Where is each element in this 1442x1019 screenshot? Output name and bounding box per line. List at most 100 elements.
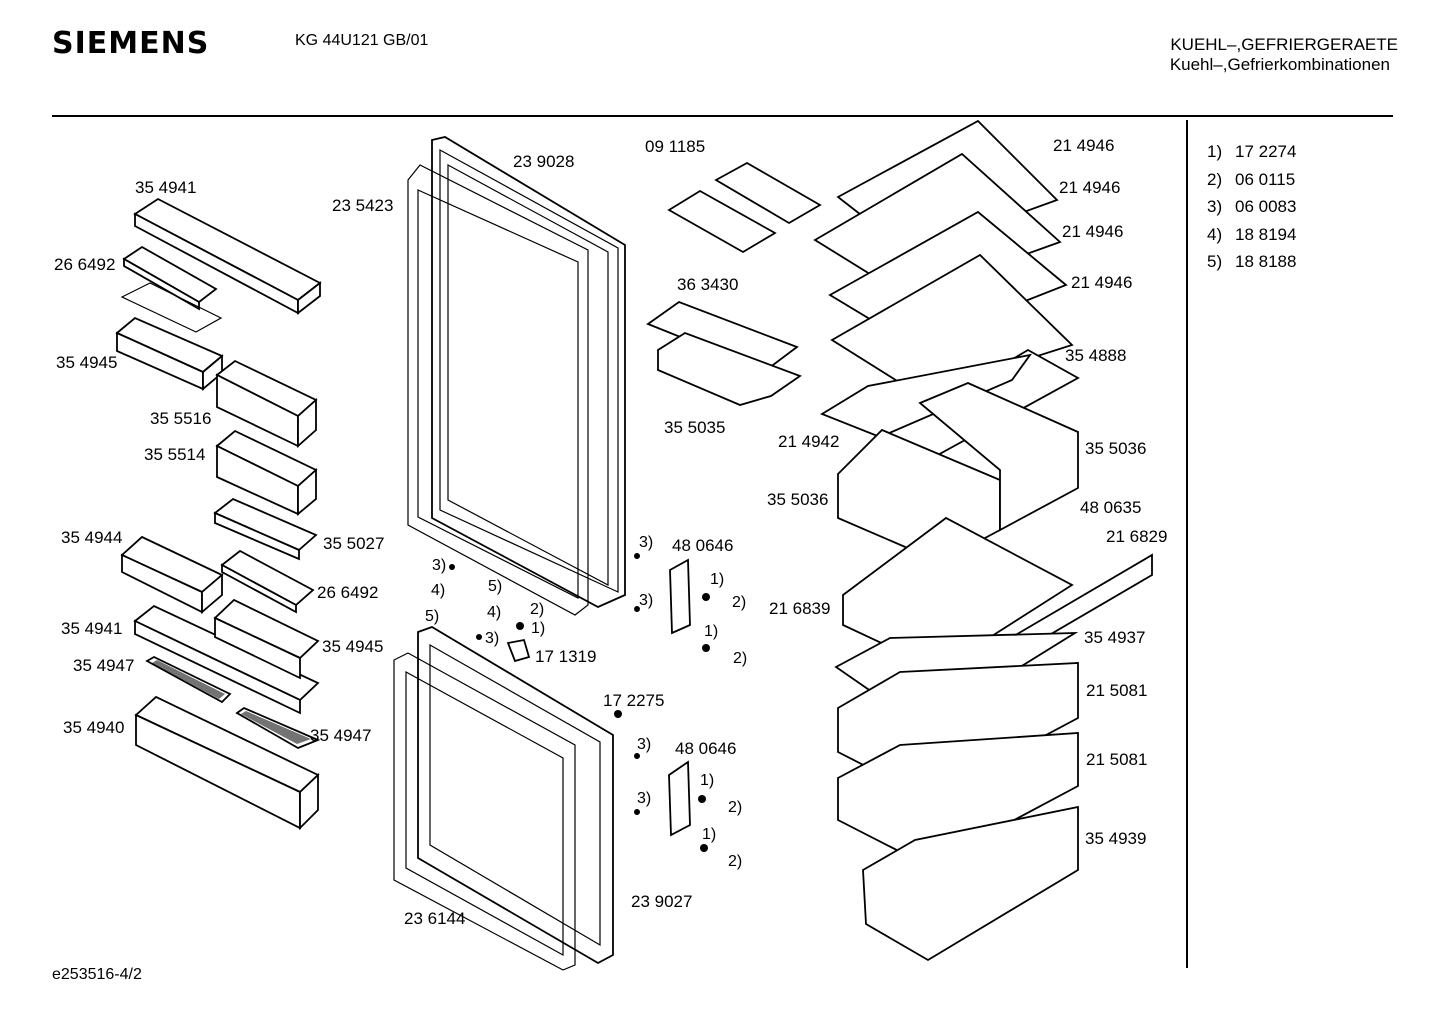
callout-3: 3) [639, 592, 653, 609]
part-label: 23 6144 [404, 909, 465, 928]
callout-5: 5) [488, 578, 502, 595]
door-stop-172275 [614, 710, 622, 718]
callout-4: 4) [487, 604, 501, 621]
fridge-door-239028 [431, 136, 626, 609]
callout-2: 2) [530, 601, 544, 618]
part-label: 21 5081 [1086, 750, 1147, 769]
callout-3: 3) [637, 790, 651, 807]
callout-2: 2) [728, 799, 742, 816]
callout-1: 1) [700, 772, 714, 789]
part-label: 35 4941 [61, 619, 122, 638]
legend-row: 3) 06 0083 [1207, 197, 1296, 225]
callout-1: 1) [710, 571, 724, 588]
crisper-355036-b [918, 382, 1079, 532]
part-label: 17 1319 [535, 647, 596, 666]
part-label: 35 4940 [63, 718, 124, 737]
freezer-drawer-354939 [862, 805, 1079, 962]
ice-trays-091185 [667, 161, 822, 254]
part-label: 35 4945 [56, 353, 117, 372]
part-label: 23 5423 [332, 196, 393, 215]
callout-3: 3) [637, 736, 651, 753]
part-label: 21 4946 [1053, 136, 1114, 155]
part-label: 21 6829 [1106, 527, 1167, 546]
part-label: 48 0646 [672, 536, 733, 555]
callout-3: 3) [485, 630, 499, 647]
callout-2: 2) [733, 650, 747, 667]
door-gasket-235423 [407, 164, 589, 616]
part-label: 21 6839 [769, 599, 830, 618]
hinge-480646-a [669, 558, 691, 635]
part-label: 35 4945 [322, 637, 383, 656]
door-shelf-354944 [120, 535, 224, 614]
lid-355027 [213, 497, 318, 561]
part-label: 35 5035 [664, 418, 725, 437]
callout-4: 4) [431, 582, 445, 599]
hinge-480646-b [668, 760, 691, 837]
legend-row: 5) 18 8188 [1207, 252, 1296, 280]
hinge-part-171319 [506, 638, 531, 663]
part-label: 21 4946 [1059, 178, 1120, 197]
freezer-door-239027 [417, 626, 614, 965]
door-shelf-top [133, 197, 322, 315]
freezer-gasket-236144 [393, 652, 576, 971]
box-355514 [215, 429, 318, 516]
part-label: 21 4946 [1062, 222, 1123, 241]
callout-2: 2) [732, 594, 746, 611]
category-lower: Kuehl–,Gefrierkombinationen [1169, 55, 1390, 74]
legend-key: 3) [1207, 197, 1223, 216]
part-label: 23 9027 [631, 892, 692, 911]
category-upper: KUEHL–,GEFRIERGERAETE [1170, 35, 1398, 54]
part-label: 09 1185 [645, 137, 705, 156]
part-label: 17 2275 [603, 691, 664, 710]
legend-part: 18 8194 [1235, 224, 1297, 244]
part-label: 21 4946 [1071, 273, 1132, 292]
part-label: 35 4937 [1084, 628, 1145, 647]
callout-3: 3) [432, 557, 446, 574]
document-code: e253516-4/2 [52, 966, 142, 983]
part-label: 35 5036 [767, 490, 828, 509]
legend-divider [1186, 120, 1188, 968]
chill-tray-363430 [646, 300, 802, 406]
legend-row: 1) 17 2274 [1207, 142, 1296, 170]
callout-1: 1) [702, 826, 716, 843]
parts-legend: 1)17 2274 2)06 0115 3)06 0083 4)18 8194 … [1207, 142, 1296, 280]
callout-1: 1) [704, 623, 718, 640]
grip-354947-a [145, 655, 232, 704]
part-label: 21 5081 [1086, 681, 1147, 700]
header-rule [52, 115, 1393, 117]
legend-row: 2)06 0115 [1207, 170, 1296, 198]
door-shelf-354941 [133, 604, 320, 715]
legend-part: 06 0115 [1235, 169, 1296, 189]
part-label: 48 0635 [1080, 498, 1141, 517]
part-label: 21 4942 [778, 432, 839, 451]
insert-266492 [220, 549, 315, 614]
part-label: 35 5516 [150, 409, 211, 428]
door-shelf-354945 [213, 598, 320, 680]
model-number: KG 44U121 GB/01 [295, 32, 429, 49]
part-label: 23 9028 [513, 152, 574, 171]
part-label: 35 4944 [61, 528, 122, 547]
part-label: 26 6492 [54, 255, 115, 274]
screws [449, 553, 710, 852]
part-label: 35 4939 [1085, 829, 1146, 848]
callout-2: 2) [728, 853, 742, 870]
callout-3: 3) [639, 534, 653, 551]
door-shelf-small [115, 316, 224, 391]
shelf-pad [120, 282, 223, 333]
box-355516 [215, 359, 318, 449]
legend-part: 17 2274 [1235, 142, 1297, 161]
shelf-214942 [819, 353, 1033, 438]
part-label: 35 4947 [73, 656, 134, 675]
legend-key: 5) [1207, 252, 1223, 271]
part-label: 35 5027 [323, 534, 384, 553]
callout-1: 1) [531, 620, 545, 637]
door-shelf-354940 [134, 695, 320, 831]
callout-5: 5) [425, 608, 439, 625]
part-label: 35 4947 [310, 726, 371, 745]
legend-key: 1) [1207, 142, 1223, 161]
part-label: 35 4941 [135, 178, 196, 197]
legend-part: 06 0083 [1235, 197, 1297, 216]
part-label: 36 3430 [677, 275, 738, 294]
legend-part: 18 8188 [1235, 252, 1297, 271]
